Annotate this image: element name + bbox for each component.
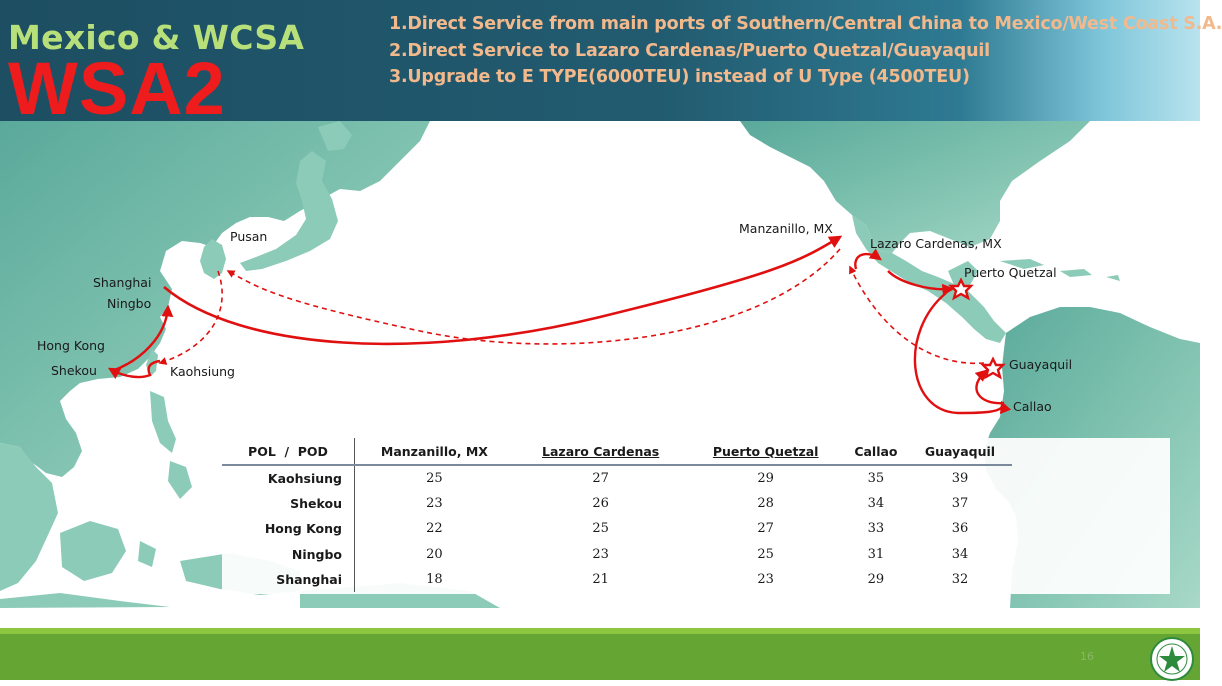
table-cell: 36	[951, 521, 969, 537]
table-cell: 26	[592, 496, 609, 512]
route-transpacific-eastbound	[163, 235, 843, 346]
route-kaohsiung-shekou	[107, 359, 161, 379]
land-southeast-asia	[0, 443, 58, 591]
port-label-shanghai: Shanghai	[93, 275, 152, 290]
land-japan	[240, 151, 338, 271]
col-header-manzanillo: Manzanillo, MX	[354, 438, 514, 466]
land-north-america	[740, 121, 1090, 253]
table-cell: 27	[757, 521, 774, 537]
service-highlights: 1.Direct Service from main ports of Sout…	[389, 11, 1222, 91]
transit-time-table: POL / POD Manzanillo, MX Lazaro Cardenas…	[222, 438, 1170, 594]
port-label-ningbo: Ningbo	[107, 296, 152, 311]
col-header-puerto-quetzal-text: Puerto Quetzal	[712, 443, 819, 459]
table-cell: 25	[592, 521, 609, 537]
table-cell: 32	[951, 571, 969, 587]
land-philippines	[150, 391, 192, 499]
port-label-manzanillo: Manzanillo, MX	[739, 221, 833, 236]
table-cell: 23	[757, 571, 774, 587]
highlight-1: 1.Direct Service from main ports of Sout…	[389, 14, 1222, 34]
row-pol: Hong Kong	[222, 516, 355, 542]
col-header-guayaquil: Guayaquil	[907, 438, 1012, 466]
table-cell: 34	[951, 546, 969, 562]
land-asia	[0, 121, 430, 477]
row-pol: Kaohsiung	[222, 465, 355, 492]
table-cell: 27	[592, 471, 609, 487]
row-pol: Ningbo	[222, 541, 355, 567]
highlight-3: 3.Upgrade to E TYPE(6000TEU) instead of …	[389, 67, 970, 87]
table-cell: 22	[426, 521, 443, 537]
row-pol: Shanghai	[222, 566, 355, 592]
highlight-2: 2.Direct Service to Lazaro Cardenas/Puer…	[389, 40, 990, 61]
route-pusan-kaohsiung	[158, 270, 223, 365]
table-row: Shekou 23 26 28 34 37	[222, 491, 1012, 517]
star-icon-guayaquil	[980, 356, 1006, 380]
land-mexico	[852, 215, 1006, 343]
route-map	[0, 121, 1200, 608]
route-quetzal-callao	[913, 292, 1012, 415]
table-corner-header: POL / POD	[222, 438, 355, 466]
table-cell: 37	[951, 496, 969, 512]
land-hokkaido	[318, 121, 352, 151]
route-guayaquil-manzanillo	[849, 265, 985, 365]
table-cell: 23	[426, 496, 443, 512]
table-cell: 28	[757, 496, 774, 512]
service-code-title: WSA2	[8, 47, 226, 130]
land-yucatan	[948, 261, 978, 285]
land-borneo	[60, 521, 126, 581]
page-number: 16	[1080, 650, 1094, 663]
table-cell: 18	[426, 571, 443, 587]
table-row: Hong Kong 22 25 27 33 36	[222, 516, 1012, 542]
table-cell: 39	[951, 471, 969, 487]
col-header-puerto-quetzal: Puerto Quetzal	[687, 438, 844, 466]
route-hongkong-ningbo	[111, 304, 174, 373]
col-header-lazaro-cardenas-text: Lazaro Cardenas	[542, 443, 660, 459]
land-korea	[200, 239, 226, 279]
port-label-kaohsiung: Kaohsiung	[170, 364, 235, 379]
table-cell: 21	[592, 571, 609, 587]
port-label-guayaquil: Guayaquil	[1009, 357, 1073, 372]
table-row: Ningbo 20 23 25 31 34	[222, 541, 1012, 567]
land-caribbean	[1000, 259, 1120, 281]
footer-band	[0, 634, 1200, 680]
table-cell: 33	[867, 521, 885, 537]
header-banner: Mexico & WCSA WSA2 1.Direct Service from…	[0, 0, 1222, 126]
route-callao-guayaquil	[974, 369, 1005, 405]
table-header-row: POL / POD Manzanillo, MX Lazaro Cardenas…	[222, 438, 1012, 466]
table-row: Kaohsiung 25 27 29 35 39	[222, 465, 1012, 492]
region-title: Mexico & WCSA	[8, 18, 305, 57]
port-label-puerto-quetzal: Puerto Quetzal	[964, 265, 1057, 280]
table-cell: 25	[426, 471, 443, 487]
table-cell: 23	[592, 546, 609, 562]
table-cell: 25	[757, 546, 774, 562]
transit-table-grid: POL / POD Manzanillo, MX Lazaro Cardenas…	[222, 438, 1012, 592]
row-pol: Shekou	[222, 491, 355, 517]
table-cell: 31	[867, 546, 885, 562]
col-header-callao: Callao	[843, 438, 908, 466]
table-cell: 34	[867, 496, 885, 512]
table-cell: 29	[867, 571, 885, 587]
table-cell: 20	[426, 546, 443, 562]
company-logo-icon	[1150, 637, 1194, 681]
table-cell: 29	[757, 471, 774, 487]
footer-accent-line	[0, 628, 1200, 634]
port-label-pusan: Pusan	[230, 229, 268, 244]
table-cell: 35	[867, 471, 885, 487]
port-label-callao: Callao	[1013, 399, 1052, 414]
route-lazaro-quetzal	[887, 270, 955, 296]
port-label-shekou: Shekou	[51, 363, 97, 378]
star-icon-puerto-quetzal	[948, 277, 974, 301]
port-label-lazaro-cardenas: Lazaro Cardenas, MX	[870, 236, 1002, 251]
land-java	[0, 593, 170, 608]
col-header-lazaro-cardenas: Lazaro Cardenas	[513, 438, 688, 466]
port-label-hong-kong: Hong Kong	[37, 338, 105, 353]
table-row: Shanghai 18 21 23 29 32	[222, 566, 1012, 592]
